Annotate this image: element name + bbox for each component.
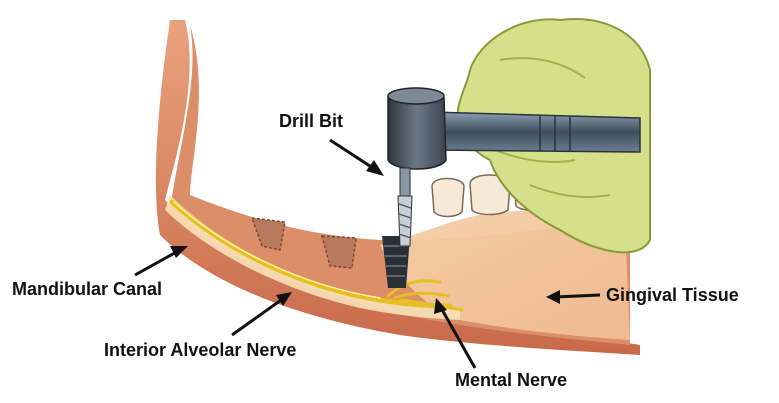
- label-interior-alveolar-nerve: Interior Alveolar Nerve: [104, 340, 296, 361]
- label-gingival-tissue: Gingival Tissue: [606, 285, 739, 306]
- drill-bit-arrow: [330, 140, 384, 176]
- mandibular-canal-arrow: [135, 246, 188, 275]
- drill-bit-shank: [400, 168, 410, 198]
- interior-alveolar-nerve-arrow: [232, 292, 292, 335]
- handpiece-shaft: [430, 112, 640, 152]
- tooth-1: [432, 179, 464, 217]
- handpiece-head-cap: [388, 88, 444, 104]
- label-mental-nerve: Mental Nerve: [455, 370, 567, 391]
- label-drill-bit: Drill Bit: [279, 111, 343, 132]
- label-mandibular-canal: Mandibular Canal: [12, 279, 162, 300]
- drill-bit: [398, 196, 412, 246]
